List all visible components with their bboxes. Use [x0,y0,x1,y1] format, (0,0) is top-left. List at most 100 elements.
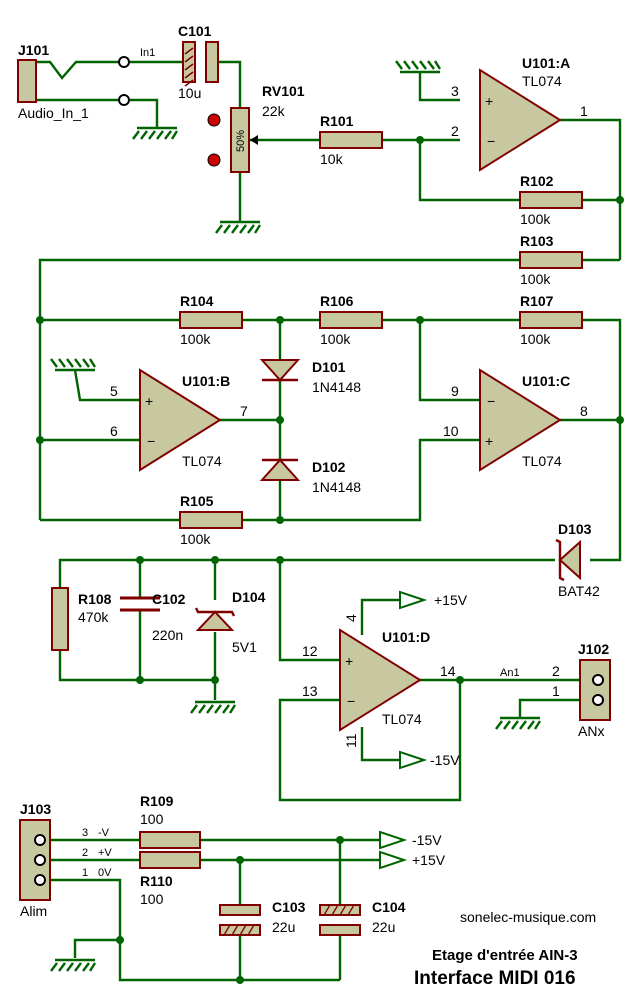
resistor-r109: R109 100 [139,793,201,849]
ref-rv101: RV101 [262,83,305,99]
c101-plate [205,41,219,83]
pin-number: 1 [552,683,560,699]
resistor-r103: R103 100k [519,233,583,287]
resistor-r106: R106 100k [319,293,383,347]
resistor-r110: R110 100 [139,851,201,907]
terminal-icon [592,674,604,686]
c101-plate-plus [182,41,196,83]
pin-number: 5 [110,383,118,399]
power-arrow-icon [399,590,428,610]
wire-r103-left-bus [38,258,520,520]
net-label-pos15: +15V [434,592,468,608]
wire-j101-tip [36,60,118,80]
pin-function: 0V [98,867,112,879]
pin-number: 14 [440,663,456,679]
ground-symbol-j102 [495,716,542,730]
ref-c102: C102 [152,591,186,607]
minus-sign-icon: − [487,393,495,409]
ground-symbol-bottom [190,700,237,714]
ref-r109: R109 [140,793,174,809]
value-r101: 10k [320,151,344,167]
value-r102: 100k [520,211,551,227]
wires [36,60,622,982]
power-arrows: +15V -15V -15V +15V [379,590,468,870]
junction [276,416,284,424]
net-label-in1: In1 [140,47,155,59]
junction [236,856,244,864]
ground-symbol-u101a [395,60,442,74]
terminal-icon [118,94,130,106]
pin-number: 3 [451,83,459,99]
value-u101c: TL074 [522,453,562,469]
wiper-arrow-icon [250,135,258,145]
value-d104: 5V1 [232,639,257,655]
wire-a-feedback-in [418,140,520,202]
value-j101: Audio_In_1 [18,105,89,121]
pin-function: -V [98,827,110,839]
ref-r101: R101 [320,113,354,129]
wire-a-out [560,118,622,260]
probe-pin-icon [207,153,221,167]
capacitor-c102: C102 220n [120,591,186,643]
probe-pin-icon [207,113,221,127]
value-d102: 1N4148 [312,479,361,495]
pin-number: 2 [82,847,88,859]
resistor-r101: R101 10k [319,113,383,167]
ref-r103: R103 [520,233,554,249]
rv101-body [230,107,250,173]
value-d101: 1N4148 [312,379,361,395]
value-r103: 100k [520,271,551,287]
value-u101d: TL074 [382,711,422,727]
resistor-r108: R108 470k [51,587,112,651]
pin-number: 10 [443,423,459,439]
wire-d-vneg [360,727,400,762]
title-line-1: Etage d'entrée AIN-3 [432,947,578,964]
connector-j101-body [17,59,37,103]
rv101-position: 50% [235,130,247,152]
pin-number: 3 [82,827,88,839]
wire-j102-gnd [518,698,580,718]
value-d103: BAT42 [558,583,600,599]
capacitor-c104: C104 22u [319,899,406,936]
plus-sign-icon: + [145,393,153,409]
ground-symbol-j103 [50,958,97,972]
pin-number: 12 [302,643,318,659]
ref-d101: D101 [312,359,346,375]
wire-j103-gnd-sym [73,938,120,958]
ground-symbol-rv101 [215,220,262,234]
wire-c-plus [242,438,480,522]
net-label-an1: An1 [500,667,520,679]
pin-number: 7 [240,403,248,419]
terminal-icon [34,834,46,846]
value-j102: ANx [578,723,604,739]
power-arrow-icon [379,830,408,850]
pin-number: 2 [552,663,560,679]
ref-u101d: U101:D [382,629,430,645]
wire-d-plus [278,560,340,662]
power-arrow-icon [399,750,428,770]
net-label-neg15: -15V [430,752,460,768]
ref-r110: R110 [140,873,173,889]
junction [36,316,44,324]
wire-d-feedback [278,680,462,802]
pin-number: 6 [110,423,118,439]
wire-b-plus-gnd [73,369,140,402]
potentiometer-rv101: 50% RV101 22k [207,83,305,173]
ref-r107: R107 [520,293,554,309]
junction [136,556,144,564]
value-c103: 22u [272,919,295,935]
pin-number: 13 [302,683,318,699]
ref-u101b: U101:B [182,373,230,389]
ref-d104: D104 [232,589,266,605]
ground-symbols [50,60,542,972]
junction [211,676,219,684]
website: sonelec-musique.com [460,909,596,925]
pin-number: 9 [451,383,459,399]
ground-symbol-u101b [50,358,97,372]
minus-sign-icon: − [487,133,495,149]
capacitor-c103: C103 22u [219,899,306,936]
value-c104: 22u [372,919,395,935]
pin-number: 4 [343,614,359,622]
junction [211,556,219,564]
